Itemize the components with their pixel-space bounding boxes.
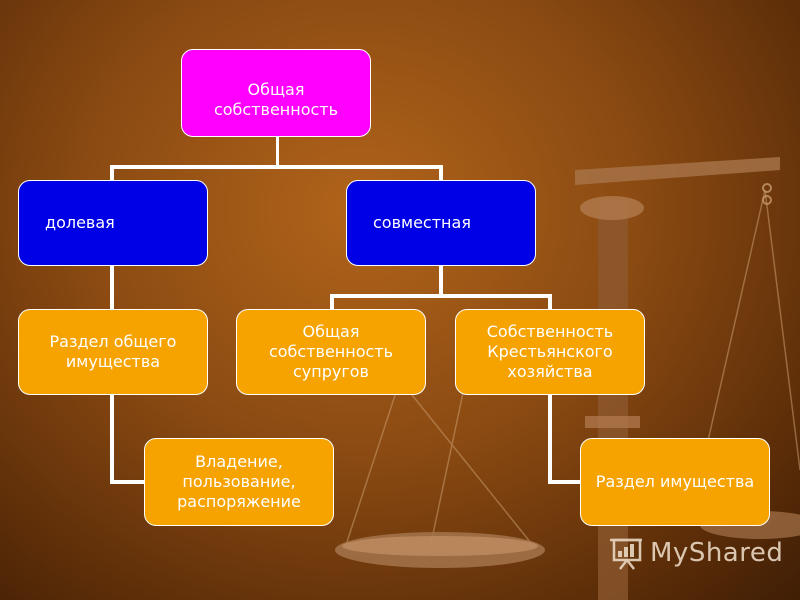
connector-left-child-down [110, 394, 114, 483]
node-right-child-2: Собственность Крестьянского хозяйства [455, 309, 645, 395]
connector-level1-horizontal [110, 165, 442, 169]
connector-right-down [439, 264, 443, 296]
connector-to-left [110, 165, 114, 181]
connector-left-down [110, 264, 114, 310]
root-node-label: Общая собственность [213, 80, 339, 119]
connector-level2-horizontal [330, 294, 552, 298]
connector-to-right-child-2 [548, 294, 552, 310]
connector-to-right-child-1 [330, 294, 334, 310]
connector-to-right [439, 165, 443, 181]
node-shared-right-label: совместная [373, 213, 471, 232]
connector-right-grandchild [548, 480, 582, 484]
node-right-child-2-label: Собственность Крестьянского хозяйства [486, 322, 614, 381]
node-right-child-1-label: Общая собственность супругов [268, 322, 394, 381]
root-node: Общая собственность [181, 49, 371, 137]
connector-right-child-2-down [548, 394, 552, 483]
watermark: MyShared [608, 535, 783, 571]
node-left-child-label: Раздел общего имущества [49, 332, 177, 371]
node-shared-left: долевая [18, 180, 208, 266]
node-left-child: Раздел общего имущества [18, 309, 208, 395]
node-left-grandchild-label: Владение, пользование, распоряжение [177, 452, 301, 511]
node-right-grandchild: Раздел имущества [580, 438, 770, 526]
node-left-grandchild: Владение, пользование, распоряжение [144, 438, 334, 526]
connector-left-grandchild [110, 480, 146, 484]
connector-root-down [276, 136, 279, 166]
node-right-grandchild-label: Раздел имущества [595, 472, 755, 491]
node-right-child-1: Общая собственность супругов [236, 309, 426, 395]
presentation-board-icon [610, 538, 642, 570]
node-shared-right: совместная [346, 180, 536, 266]
node-shared-left-label: долевая [45, 213, 115, 232]
watermark-text: MyShared [650, 538, 784, 568]
